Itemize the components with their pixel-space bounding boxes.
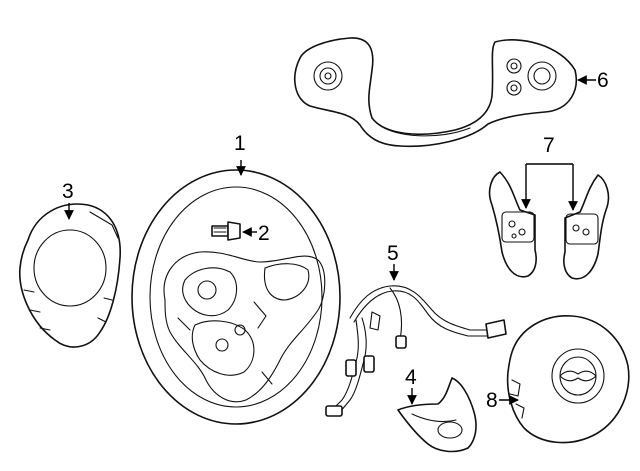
switch-trim-bezel xyxy=(294,37,577,148)
wiring-harness xyxy=(325,264,507,417)
callout-4: 4 xyxy=(405,366,417,389)
clockspring xyxy=(19,203,121,348)
callout-5: 5 xyxy=(387,242,399,265)
callout-7: 7 xyxy=(543,134,555,157)
callout-1: 1 xyxy=(234,132,246,155)
bolt xyxy=(211,221,257,241)
callout-3: 3 xyxy=(62,180,74,203)
shift-paddles xyxy=(488,163,610,280)
callout-8: 8 xyxy=(486,389,498,412)
callout-2: 2 xyxy=(258,222,270,245)
trim-cover xyxy=(397,377,477,453)
steering-wheel xyxy=(131,160,341,425)
airbag-module xyxy=(499,315,630,444)
callout-6: 6 xyxy=(597,69,609,92)
